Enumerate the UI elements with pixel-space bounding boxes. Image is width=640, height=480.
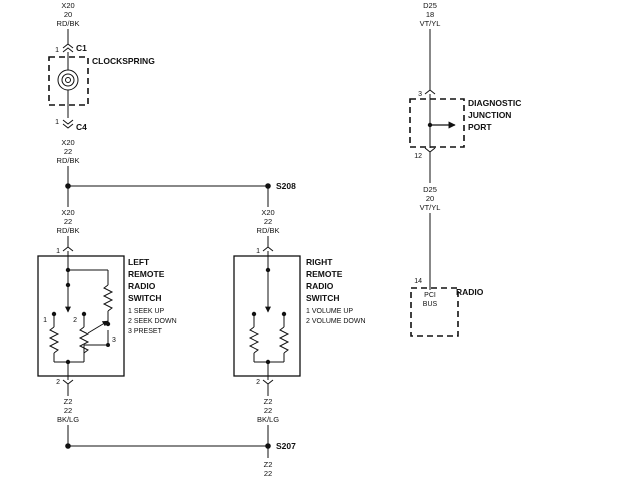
radio-pin: 14 (414, 278, 422, 285)
svg-text:REMOTE: REMOTE (128, 269, 165, 279)
radio-label: RADIO (456, 287, 484, 297)
svg-text:22: 22 (64, 147, 72, 156)
svg-text:22: 22 (264, 217, 272, 226)
svg-text:22: 22 (264, 406, 272, 415)
svg-text:22: 22 (64, 217, 72, 226)
svg-text:18: 18 (426, 10, 434, 19)
svg-text:Z2: Z2 (64, 397, 73, 406)
wire-x20-22-left-label: X20 22 RD/BK (57, 208, 80, 235)
wire-x20-22-right-label: X20 22 RD/BK (257, 208, 280, 235)
svg-text:Z2: Z2 (264, 460, 273, 469)
svg-text:RD/BK: RD/BK (57, 156, 80, 165)
connector-symbol (62, 379, 74, 385)
connector-symbol (424, 89, 436, 95)
wire-x20-22-top-label: X20 22 RD/BK (57, 138, 80, 165)
splice-s208-label: S208 (276, 181, 296, 191)
clockspring-pin-bottom: 1 (55, 119, 59, 126)
svg-text:RD/BK: RD/BK (57, 226, 80, 235)
connector-symbol (262, 379, 274, 385)
resistor-icon (278, 326, 290, 354)
svg-text:RADIO: RADIO (306, 281, 334, 291)
svg-text:Z2: Z2 (264, 397, 273, 406)
right-switch-functions: 1 VOLUME UP 2 VOLUME DOWN (306, 308, 366, 325)
splice-node (65, 443, 71, 449)
left-switch-pin-out: 2 (56, 379, 60, 386)
clockspring-coil-icon (57, 69, 79, 91)
clockspring-box (48, 56, 89, 106)
svg-text:SWITCH: SWITCH (306, 293, 340, 303)
left-switch-label-3: 3 (112, 337, 116, 344)
right-switch-pin-in: 1 (256, 248, 260, 255)
radio-box (410, 287, 459, 337)
svg-text:1 VOLUME UP: 1 VOLUME UP (306, 308, 353, 315)
svg-text:PORT: PORT (468, 122, 492, 132)
svg-text:RD/BK: RD/BK (257, 226, 280, 235)
svg-text:22: 22 (264, 469, 272, 478)
resistor-icon (102, 284, 114, 312)
svg-text:D25: D25 (423, 185, 437, 194)
svg-text:REMOTE: REMOTE (306, 269, 343, 279)
connector-symbol (262, 246, 274, 252)
left-switch-pin-in: 1 (56, 248, 60, 255)
wire-d25-18-label: D25 18 VT/YL (420, 1, 441, 28)
connector-c1-symbol (62, 43, 74, 53)
svg-text:20: 20 (426, 194, 434, 203)
svg-text:1 SEEK UP: 1 SEEK UP (128, 308, 165, 315)
right-remote-radio-switch (233, 255, 301, 377)
svg-text:20: 20 (64, 10, 72, 19)
svg-text:LEFT: LEFT (128, 257, 150, 267)
svg-text:RIGHT: RIGHT (306, 257, 333, 267)
svg-text:X20: X20 (61, 138, 74, 147)
right-switch-pin-out: 2 (256, 379, 260, 386)
left-switch-label-2: 2 (73, 317, 77, 324)
wire-z2-right-label: Z2 22 BK/LG (257, 397, 279, 424)
wire-x20-20-label: X20 20 RD/BK (57, 1, 80, 28)
svg-text:RD/BK: RD/BK (57, 19, 80, 28)
diagnostic-port-title: DIAGNOSTIC JUNCTION PORT (468, 98, 521, 132)
svg-text:DIAGNOSTIC: DIAGNOSTIC (468, 98, 521, 108)
svg-text:2 VOLUME DOWN: 2 VOLUME DOWN (306, 318, 366, 325)
splice-s207-label: S207 (276, 441, 296, 451)
right-switch-title: RIGHT REMOTE RADIO SWITCH (306, 257, 343, 303)
radio-pci-label: PCI (424, 292, 436, 299)
clockspring-pin-top: 1 (55, 47, 59, 54)
wire-z2-bottom-label: Z2 22 (264, 460, 273, 478)
connector-c1-label: C1 (76, 43, 87, 53)
left-switch-functions: 1 SEEK UP 2 SEEK DOWN 3 PRESET (128, 308, 177, 335)
resistor-icon (48, 326, 60, 354)
diagnostic-port-pin-out: 12 (414, 153, 422, 160)
left-remote-radio-switch (37, 255, 125, 377)
svg-text:RADIO: RADIO (128, 281, 156, 291)
svg-text:2 SEEK DOWN: 2 SEEK DOWN (128, 318, 177, 325)
svg-text:BK/LG: BK/LG (257, 415, 279, 424)
svg-text:JUNCTION: JUNCTION (468, 110, 511, 120)
svg-text:22: 22 (64, 406, 72, 415)
connector-symbol (62, 246, 74, 252)
svg-text:D25: D25 (423, 1, 437, 10)
svg-text:VT/YL: VT/YL (420, 19, 441, 28)
svg-text:SWITCH: SWITCH (128, 293, 162, 303)
svg-text:3 PRESET: 3 PRESET (128, 328, 163, 335)
connector-symbol (424, 147, 436, 153)
clockspring-label: CLOCKSPRING (92, 56, 155, 66)
wire-d25-20-label: D25 20 VT/YL (420, 185, 441, 212)
connector-c4-label: C4 (76, 122, 87, 132)
left-switch-label-1: 1 (43, 317, 47, 324)
svg-text:X20: X20 (261, 208, 274, 217)
radio-bus-label: BUS (423, 301, 438, 308)
svg-text:X20: X20 (61, 1, 74, 10)
resistor-icon (78, 326, 90, 354)
svg-text:VT/YL: VT/YL (420, 203, 441, 212)
resistor-icon (248, 326, 260, 354)
left-switch-title: LEFT REMOTE RADIO SWITCH (128, 257, 165, 303)
connector-c4-symbol (62, 119, 74, 129)
wire-z2-left-label: Z2 22 BK/LG (57, 397, 79, 424)
diagnostic-port-pin-in: 3 (418, 91, 422, 98)
svg-text:BK/LG: BK/LG (57, 415, 79, 424)
diagnostic-junction-port (409, 98, 465, 148)
svg-text:X20: X20 (61, 208, 74, 217)
